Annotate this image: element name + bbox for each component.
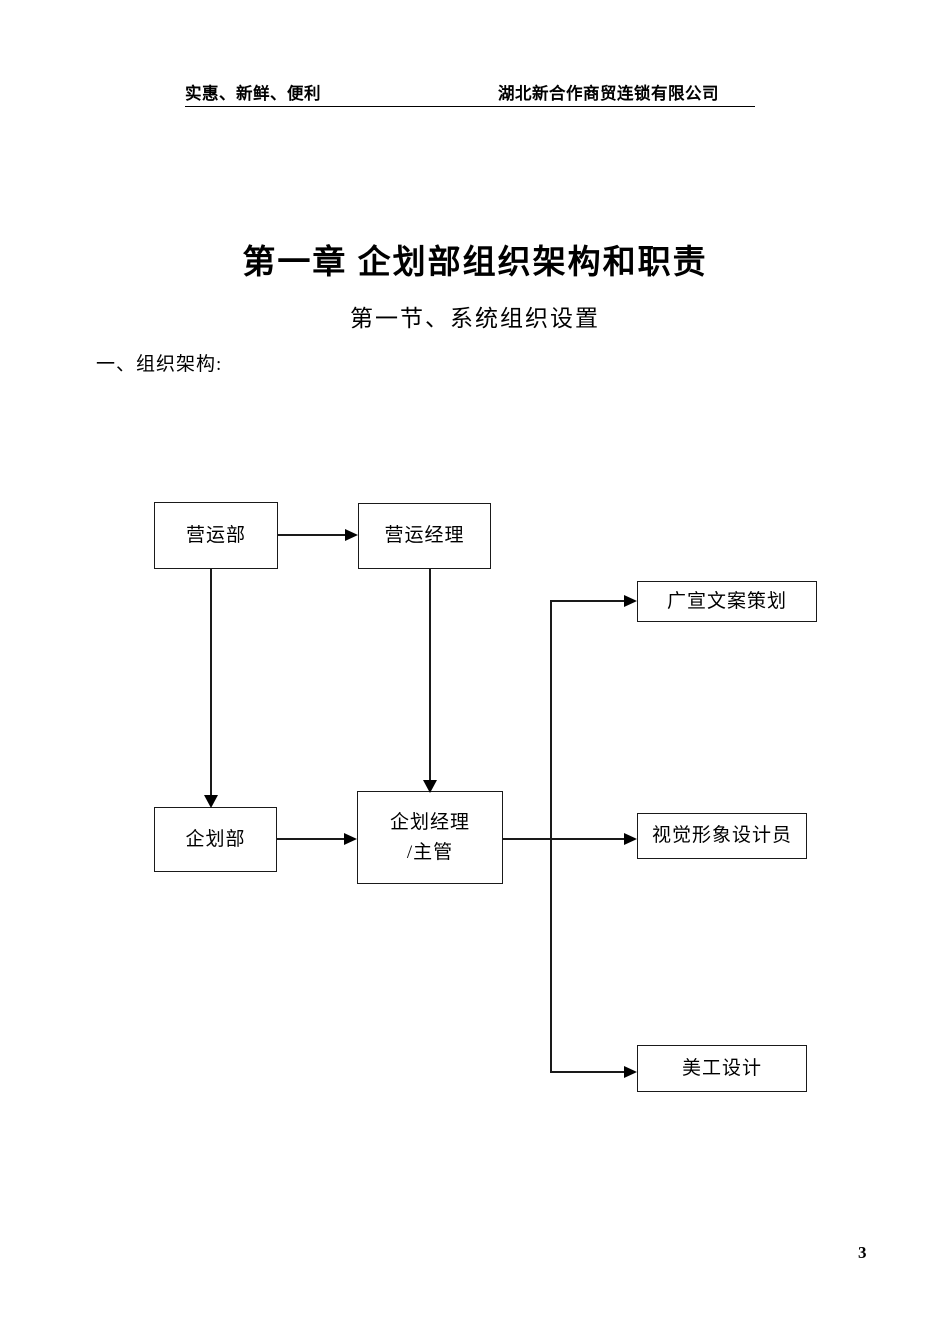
org-node-label: 企划部 (185, 828, 246, 850)
header-slogan: 实惠、新鲜、便利 (185, 84, 321, 103)
arrowhead-ops-mgr-to-plan-mgr (423, 780, 437, 793)
org-node-planning-department: 企划部 (154, 807, 277, 872)
org-node-label: 视觉形象设计员 (651, 825, 792, 847)
org-node-operations-department: 营运部 (154, 502, 278, 569)
org-node-label: 营运经理 (384, 525, 465, 547)
org-node-label-line2: /主管 (406, 841, 454, 863)
connector-bus-to-graphic-designer (550, 1071, 634, 1073)
arrowhead-ops-dept-to-ops-mgr (345, 528, 358, 541)
connector-plan-dept-to-plan-mgr (277, 838, 344, 840)
connector-plan-mgr-trunk (503, 838, 552, 840)
arrowhead-bus-to-graphic-designer (624, 1065, 637, 1078)
connector-bus-to-visual-designer (550, 838, 634, 840)
org-node-label-line1: 企划经理 (389, 812, 470, 834)
subsection-label: 一、组织架构: (96, 354, 223, 375)
arrowhead-plan-dept-to-plan-mgr (344, 832, 357, 845)
org-node-graphic-designer: 美工设计 (637, 1045, 807, 1092)
arrowhead-bus-to-copywriter (624, 594, 637, 607)
org-node-advertising-copywriter: 广宣文案策划 (637, 581, 817, 622)
chapter-title: 第一章 企划部组织架构和职责 (242, 245, 708, 281)
connector-bus-to-copywriter (550, 600, 634, 602)
page-header: 实惠、新鲜、便利 湖北新合作商贸连锁有限公司 (185, 72, 755, 107)
arrowhead-bus-to-visual-designer (624, 832, 637, 845)
org-node-planning-manager: 企划经理 /主管 (357, 791, 503, 884)
page-number: 3 (858, 1243, 867, 1262)
header-company-name: 湖北新合作商贸连锁有限公司 (498, 84, 719, 103)
arrowhead-ops-dept-to-plan-dept (204, 795, 218, 808)
connector-ops-dept-to-ops-mgr (278, 534, 345, 536)
org-node-visual-designer: 视觉形象设计员 (637, 813, 807, 859)
connector-branch-bus (550, 600, 552, 1073)
org-node-label: 美工设计 (681, 1057, 762, 1079)
section-title: 第一节、系统组织设置 (350, 306, 600, 331)
org-node-operations-manager: 营运经理 (358, 503, 491, 569)
connector-ops-mgr-to-plan-mgr (429, 569, 431, 781)
org-node-label: 广宣文案策划 (666, 590, 787, 612)
connector-ops-dept-to-plan-dept (210, 569, 212, 796)
org-node-label: 营运部 (185, 524, 246, 546)
